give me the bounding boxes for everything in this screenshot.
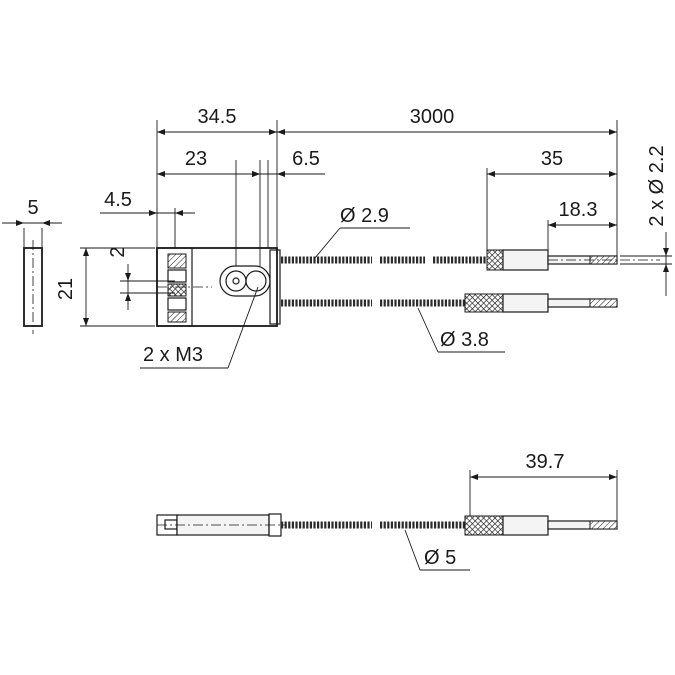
dim-pitch-2: 2 bbox=[107, 246, 129, 257]
leader-m3: 2 x M3 bbox=[140, 286, 259, 369]
dim-length-23: 23 bbox=[185, 148, 207, 170]
dim-mount-screws: 2 x M3 bbox=[143, 344, 203, 366]
dim-height-21: 21 bbox=[55, 278, 77, 300]
dim-cable-dia-2-9: Ø 2.9 bbox=[340, 205, 389, 227]
dim-18-3: 18.3 bbox=[547, 199, 617, 256]
dim-3000: 3000 bbox=[277, 106, 618, 256]
dim-39-7: 39.7 bbox=[469, 451, 618, 521]
dim-6-5: 6.5 bbox=[252, 148, 325, 177]
dim-4-5: 4.5 bbox=[100, 189, 195, 248]
bottom-view bbox=[156, 513, 618, 537]
dim-35: 35 bbox=[486, 148, 617, 250]
dim-length-3000: 3000 bbox=[410, 106, 455, 128]
dim-fiber-diameter: 2 x Ø 2.2 bbox=[620, 145, 672, 296]
sensor-head bbox=[156, 120, 281, 327]
dim-length-6-5: 6.5 bbox=[292, 148, 320, 170]
dim-length-35: 35 bbox=[541, 148, 563, 170]
leader-2-9: Ø 2.9 bbox=[314, 205, 410, 259]
upper-ferrule bbox=[502, 249, 549, 271]
dim-34-5: 34.5 bbox=[157, 106, 277, 135]
dim-length-18-3: 18.3 bbox=[559, 199, 598, 221]
dim-offset-4-5: 4.5 bbox=[104, 189, 132, 211]
height-dimension: 21 bbox=[55, 247, 155, 327]
dim-cable-dia-5: Ø 5 bbox=[424, 547, 456, 569]
bottom-ferrule bbox=[502, 515, 549, 536]
dim-length-34-5: 34.5 bbox=[198, 106, 237, 128]
mount-hole-1 bbox=[225, 270, 247, 292]
dim-width-5: 5 bbox=[27, 197, 38, 219]
dim-2: 2 bbox=[107, 246, 175, 310]
mount-hole-2 bbox=[245, 270, 267, 292]
lower-cable bbox=[281, 293, 618, 313]
dim-23: 23 bbox=[157, 148, 260, 177]
dim-fiber-dia-2-2: 2 x Ø 2.2 bbox=[646, 145, 668, 226]
dim-cable-dia-3-8: Ø 3.8 bbox=[440, 329, 489, 351]
mount-slot bbox=[219, 265, 271, 297]
leader-3-8: Ø 3.8 bbox=[417, 307, 505, 353]
side-view: 5 bbox=[2, 197, 62, 334]
lower-ferrule bbox=[502, 293, 549, 313]
dim-length-39-7: 39.7 bbox=[526, 451, 565, 473]
upper-cable bbox=[281, 249, 660, 271]
leader-5: Ø 5 bbox=[404, 529, 470, 571]
